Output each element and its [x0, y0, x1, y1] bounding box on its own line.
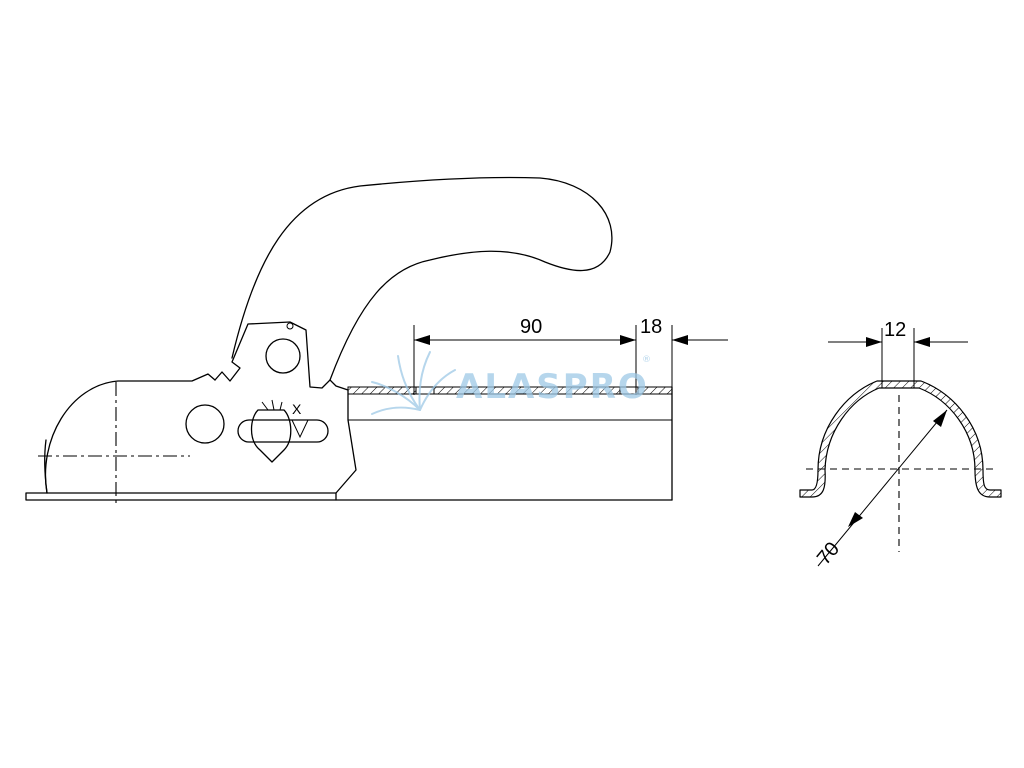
- ball-cup-inner-arc: [43, 439, 48, 494]
- dim-label-90: 90: [520, 316, 542, 338]
- dim-label-18: 18: [640, 316, 662, 338]
- handle-lever: [231, 176, 613, 381]
- indicator-arrow: [291, 419, 309, 439]
- indicator-knob: [250, 409, 292, 463]
- watermark: ALASPRO ®: [371, 351, 651, 415]
- bolt-slot-1: [415, 386, 435, 395]
- stamp-marks: X: [292, 401, 302, 417]
- side-view: X 90 18: [25, 176, 728, 505]
- dim-arrow-70-top: [933, 410, 947, 427]
- dim-label-12: 12: [884, 319, 906, 341]
- dim-arrow-70-bottom: [848, 512, 863, 527]
- indicator-ticks: [261, 399, 283, 411]
- dim-line-70: [817, 409, 948, 567]
- section-view: 12 70: [799, 319, 1002, 569]
- indicator-window: [237, 419, 329, 443]
- dim-arrow-18: [672, 335, 688, 345]
- dim-arrow-90-left: [414, 335, 430, 345]
- profile-section: [799, 380, 1002, 498]
- bolt-slot-2: [619, 386, 639, 395]
- coupling-body: [214, 321, 357, 494]
- base-plate: [25, 492, 337, 501]
- ball-cup-dome: [44, 373, 216, 494]
- bolt-hole: [185, 404, 225, 444]
- dim-arrow-12-left: [866, 337, 882, 347]
- pivot-marker: [286, 322, 294, 330]
- watermark-registered: ®: [642, 355, 651, 365]
- dim-arrow-90-right: [620, 335, 636, 345]
- palm-leaf-icon: [371, 351, 456, 415]
- dim-arrow-12-right: [914, 337, 930, 347]
- pivot-hole: [265, 338, 301, 374]
- watermark-brand: ALASPRO: [456, 367, 649, 407]
- dim-label-70: 70: [813, 538, 844, 569]
